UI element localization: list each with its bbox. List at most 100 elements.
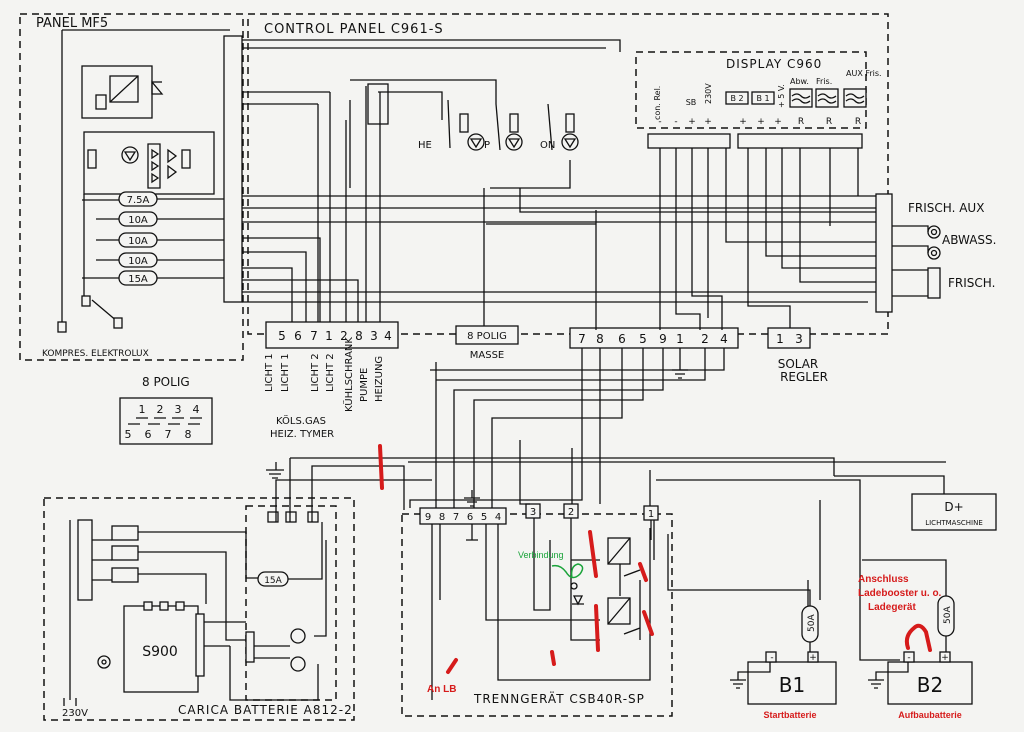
- green-annotation: Verbindung: [518, 550, 584, 579]
- panel-mf5-title: PANEL MF5: [36, 16, 108, 31]
- svg-text:-: -: [907, 653, 910, 663]
- display-c960: DISPLAY C960 con. Rel. SB 230V B 2 B 1 +…: [635, 51, 882, 129]
- b2-label: B2: [917, 673, 943, 697]
- label-heizung: HEIZUNG: [374, 356, 385, 402]
- solar-regler: 1 3 SOLAR REGLER: [767, 327, 828, 384]
- switch-label-p: P: [484, 140, 490, 151]
- display-pin: R: [798, 117, 804, 127]
- tank-label-frisch-aux: FRISCH. AUX: [908, 201, 984, 215]
- display-pin-label: con. Rel.: [653, 86, 662, 120]
- polig-number: 6: [145, 428, 152, 441]
- display-pin: +: [739, 117, 747, 127]
- trenn-terminal: 2: [568, 507, 574, 518]
- display-pin: +: [688, 117, 696, 127]
- display-pin: -: [658, 117, 661, 127]
- terminal-number: 7: [578, 332, 586, 346]
- display-pin-label: + 5 V.: [777, 84, 786, 108]
- label-heiz-tymer: HEIZ. TYMER: [270, 429, 334, 440]
- trenn-terminal: 4: [495, 512, 501, 523]
- display-pin-label: B 2: [730, 94, 743, 103]
- anschluss-label: Anschluss: [858, 574, 909, 585]
- trenn-terminal: 8: [439, 512, 445, 523]
- svg-text:-: -: [770, 653, 773, 663]
- masse-label: MASSE: [470, 350, 504, 361]
- terminal-number: 5: [639, 332, 647, 346]
- trenn-terminal: 1: [648, 509, 654, 520]
- terminal-number: 2: [701, 332, 709, 346]
- trenn-terminal: 9: [425, 512, 431, 523]
- terminal-strip-left: 5 6 7 1 2 8 3 4 LICHT 1 LICHT 1 LICHT 2 …: [264, 321, 399, 440]
- switch-label-on: ON: [540, 140, 555, 151]
- verbindung-label: Verbindung: [518, 550, 564, 560]
- display-pin-label: Fris.: [816, 77, 832, 86]
- fuse-15a-label: 15A: [264, 576, 282, 586]
- display-pin: R: [855, 117, 861, 127]
- terminal-number: 8: [596, 332, 604, 346]
- polig-grid: 8 POLIG 1 2 3 4 5 6 7 8: [119, 375, 213, 445]
- terminal-number: 1: [325, 329, 333, 343]
- fuse-50a-label: 50A: [807, 614, 817, 632]
- label-kols-gas: KÖLS.GAS: [276, 414, 326, 427]
- polig-number: 2: [157, 403, 164, 416]
- label-licht1: LICHT 1: [280, 353, 291, 392]
- terminal-number: 6: [294, 329, 302, 343]
- polig-number: 3: [175, 403, 182, 416]
- display-pin: +: [774, 117, 782, 127]
- aufbaubatterie-label: Aufbaubatterie: [898, 710, 962, 720]
- lichtmaschine-label: LICHTMASCHINE: [925, 519, 983, 527]
- terminal-number: 4: [384, 329, 392, 343]
- anschluss-label: Ladebooster u. o.: [858, 588, 942, 599]
- svg-text:+: +: [809, 653, 817, 663]
- terminal-number: 6: [618, 332, 626, 346]
- d-plus-label: D+: [944, 500, 963, 514]
- display-pin: -: [674, 117, 677, 127]
- tank-label-frisch: FRISCH.: [948, 276, 995, 290]
- trenngeraet: TRENNGERÄT CSB40R-SP 9 8 7 6 5 4 3 2 1: [401, 490, 673, 717]
- label-licht2: LICHT 2: [310, 353, 321, 392]
- battery-b1: B1 - + 50A Startbatterie: [667, 534, 837, 720]
- display-pin-label: SB: [686, 98, 697, 107]
- trenn-terminal: 7: [453, 512, 459, 523]
- control-panel-wiring: [242, 39, 876, 379]
- solar-label: SOLAR: [778, 357, 819, 371]
- fuse-stack: 7.5A 10A 10A 10A 15A: [118, 191, 158, 286]
- regler-label: REGLER: [780, 370, 828, 384]
- label-230v: 230V: [62, 708, 88, 719]
- carica-title: CARICA BATTERIE A812-2: [178, 703, 353, 717]
- terminal-number: 8: [355, 329, 363, 343]
- fuse-label: 10A: [128, 256, 148, 267]
- display-title: DISPLAY C960: [726, 57, 822, 71]
- display-pin-label: 230V: [704, 83, 713, 104]
- switch-group: HE P ON: [349, 79, 579, 189]
- fuse-label: 7.5A: [127, 195, 150, 206]
- fuse-50a-label: 50A: [943, 606, 953, 624]
- carica-batterie: CARICA BATTERIE A812-2 230V S900 15A: [43, 462, 432, 721]
- display-pin-label: Abw.: [790, 77, 809, 86]
- battery-b2: B2 - + 50A Aufbaubatterie: [862, 559, 973, 720]
- an-lb-label: An LB: [427, 684, 456, 695]
- anschluss-label: Ladegerät: [868, 602, 916, 613]
- s900-label: S900: [142, 644, 178, 660]
- harness-wiring: [289, 348, 946, 661]
- display-pin-label: AUX Fris.: [846, 69, 882, 78]
- kompres-label: KOMPRES. ELEKTROLUX: [42, 349, 149, 359]
- startbatterie-label: Startbatterie: [763, 710, 816, 720]
- terminal-strip-right: 7 8 6 5 9 1 2 4: [569, 327, 739, 349]
- terminal-masse: 8 POLIG MASSE: [455, 325, 519, 361]
- label-licht2: LICHT 2: [325, 353, 336, 392]
- trenn-terminal: 5: [481, 512, 487, 523]
- display-connector-right: [737, 133, 863, 149]
- terminal-number: 1: [776, 332, 784, 346]
- trenn-title: TRENNGERÄT CSB40R-SP: [473, 691, 645, 706]
- fuse-label: 10A: [128, 215, 148, 226]
- display-connector-left: [647, 133, 731, 149]
- d-plus-box: D+ LICHTMASCHINE: [911, 493, 997, 531]
- display-pin: R: [826, 117, 832, 127]
- mf5-connector-bar: [223, 35, 243, 303]
- polig-grid-title: 8 POLIG: [142, 375, 190, 389]
- fuse-label: 10A: [128, 236, 148, 247]
- terminal-number: 4: [720, 332, 728, 346]
- tank-sensors: FRISCH. AUX ABWASS. FRISCH.: [875, 193, 996, 313]
- terminal-number: 7: [310, 329, 318, 343]
